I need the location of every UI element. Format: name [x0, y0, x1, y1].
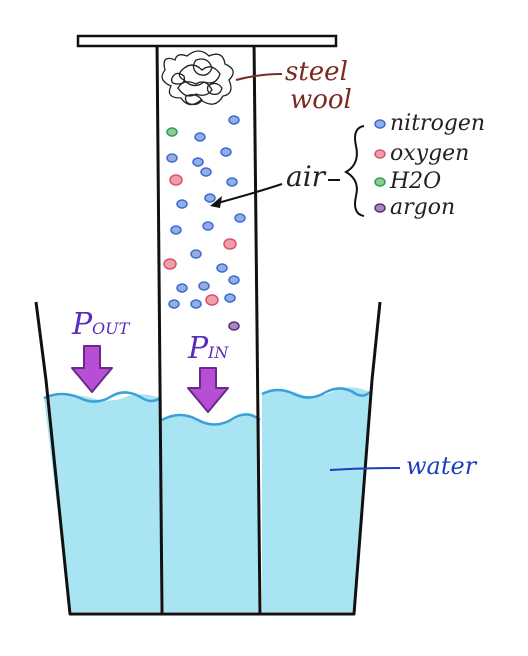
molecule-nitrogen: [226, 177, 238, 187]
air-molecules: [163, 115, 246, 331]
water-surface-tube: [161, 413, 261, 426]
label-air: air: [286, 160, 327, 193]
label-p-in-sub: IN: [207, 343, 229, 362]
legend-brace: [343, 125, 365, 217]
molecule-nitrogen: [204, 193, 216, 203]
molecule-nitrogen: [176, 283, 188, 293]
beaker-outline: [34, 301, 382, 616]
molecule-nitrogen: [192, 157, 204, 167]
tube-right-wall: [252, 39, 262, 615]
legend-label-argon: argon: [390, 195, 455, 220]
molecule-nitrogen: [166, 153, 178, 163]
water-fill-inside-tube: [162, 415, 260, 612]
label-p-out: P: [71, 307, 93, 342]
molecule-nitrogen: [190, 249, 202, 259]
molecule-nitrogen: [190, 299, 202, 309]
p-out-arrow: [71, 345, 113, 393]
legend-label-h2o: H2O: [389, 169, 441, 194]
molecule-nitrogen: [170, 225, 182, 235]
label-p-out-sub: OUT: [92, 319, 131, 338]
molecule-nitrogen: [216, 263, 228, 273]
steel-wool: [161, 50, 234, 106]
legend-dot-h2o: [374, 177, 386, 187]
molecule-oxygen: [223, 238, 237, 250]
label-water: water: [406, 452, 478, 480]
water-fill-right: [262, 387, 370, 612]
water-fill-left: [44, 394, 160, 612]
molecule-nitrogen: [168, 299, 180, 309]
air-pointer: [213, 183, 283, 205]
air-arrowhead: [210, 196, 222, 208]
tube-left-wall: [155, 39, 164, 615]
water-surface-left: [43, 391, 161, 403]
legend-dot-oxygen: [374, 149, 386, 159]
water-surface-right: [261, 387, 371, 399]
molecule-nitrogen: [202, 221, 214, 231]
legend-dot-argon: [374, 203, 386, 213]
label-wool: wool: [290, 85, 352, 115]
legend-label-nitrogen: nitrogen: [390, 111, 485, 136]
legend-label-oxygen: oxygen: [390, 141, 469, 166]
molecule-nitrogen: [224, 293, 236, 303]
molecule-h2o: [166, 127, 178, 137]
molecule-nitrogen: [200, 167, 212, 177]
steel-wool-pointer: [235, 73, 283, 81]
legend-dot-nitrogen: [374, 119, 386, 129]
molecule-oxygen: [205, 294, 219, 306]
molecule-nitrogen: [220, 147, 232, 157]
tube-top-flange: [76, 34, 338, 48]
molecule-nitrogen: [176, 199, 188, 209]
label-steel: steel: [285, 57, 348, 87]
molecule-argon: [228, 321, 240, 331]
molecule-nitrogen: [194, 132, 206, 142]
molecule-nitrogen: [228, 115, 240, 125]
molecule-oxygen: [169, 174, 183, 186]
molecule-nitrogen: [228, 275, 240, 285]
molecule-nitrogen: [234, 213, 246, 223]
label-p-in: P: [187, 331, 209, 366]
p-in-arrow: [187, 367, 229, 413]
molecule-nitrogen: [198, 281, 210, 291]
molecule-oxygen: [163, 258, 177, 270]
water-pointer: [329, 467, 401, 471]
